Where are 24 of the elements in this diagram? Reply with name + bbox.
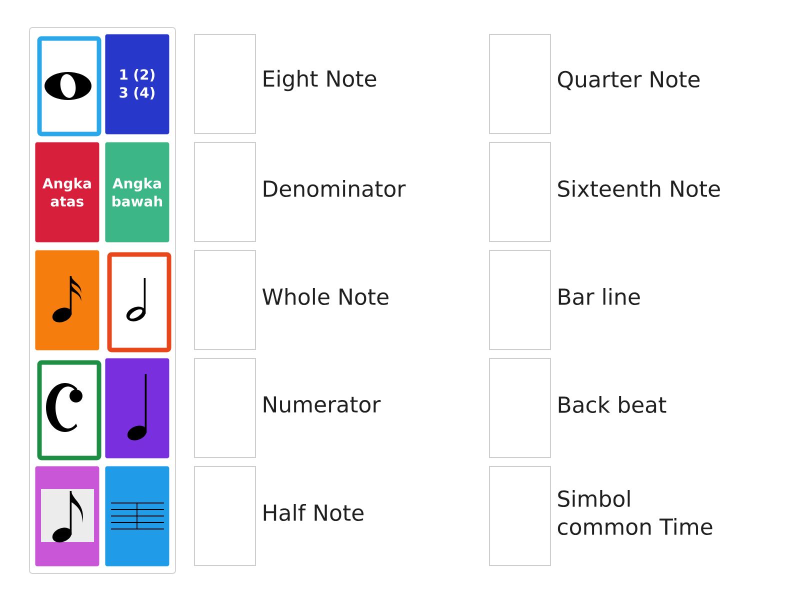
term-label: Quarter Note bbox=[558, 70, 700, 90]
term-label: Bar line bbox=[558, 288, 640, 306]
answer-box bbox=[489, 142, 551, 242]
text-card: Angka atas bbox=[35, 142, 100, 242]
term-label: Numerator bbox=[264, 396, 381, 413]
answer-box bbox=[194, 142, 256, 242]
term-label: Denominator bbox=[264, 180, 406, 198]
answer-box bbox=[489, 34, 551, 134]
answer-box bbox=[194, 358, 256, 458]
term-label: Back beat bbox=[558, 396, 666, 414]
text-card: 1 (2) 3 (4) bbox=[105, 34, 170, 134]
answer-box bbox=[194, 34, 256, 134]
term-label: Eight Note bbox=[264, 70, 376, 92]
term-label: Sixteenth Note bbox=[558, 180, 720, 198]
answer-box bbox=[194, 466, 256, 566]
answer-box bbox=[489, 358, 551, 458]
text-card: Angka bawah bbox=[105, 142, 170, 242]
term-label: Half Note bbox=[264, 504, 364, 522]
term-label: Whole Note bbox=[262, 288, 388, 306]
answer-box bbox=[194, 250, 256, 350]
answer-box bbox=[489, 466, 551, 566]
term-label: Simbol common Time bbox=[558, 490, 712, 536]
answer-box bbox=[489, 250, 551, 350]
card-panel bbox=[29, 27, 176, 574]
